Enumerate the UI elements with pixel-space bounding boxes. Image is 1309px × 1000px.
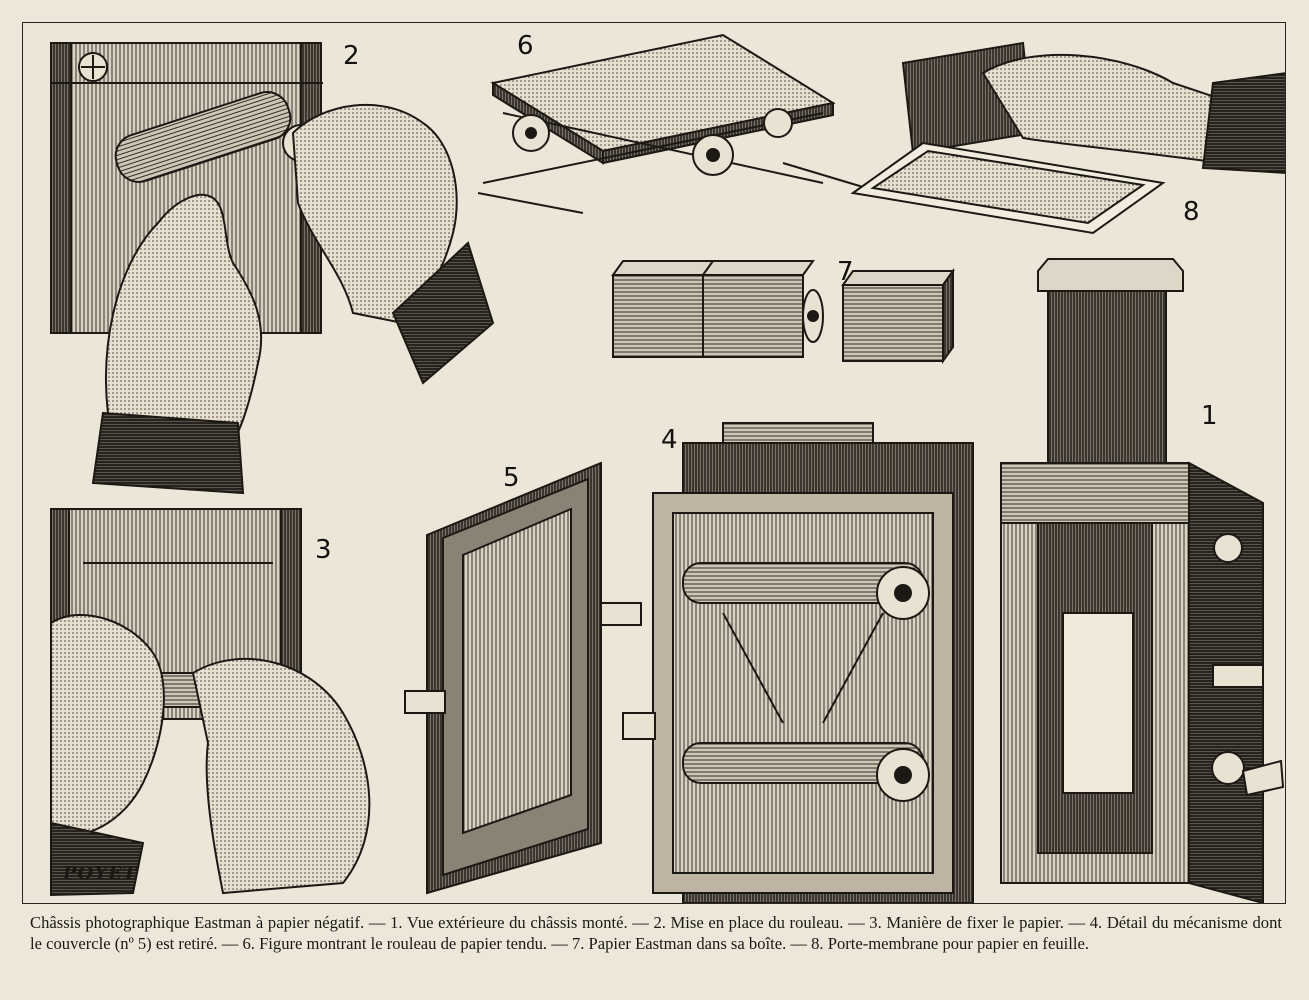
figure-2-drawing	[50, 42, 495, 495]
figure-number-3: 3	[315, 535, 332, 565]
engraving-illustration	[50, 33, 1285, 903]
figure-4-drawing	[622, 422, 974, 903]
engraving-plate: 1 2 3 4 5 6 7 8 POYET	[22, 22, 1286, 904]
engraver-signature: POYET	[63, 863, 138, 884]
figure-8-drawing	[850, 41, 1285, 235]
figure-5-drawing	[404, 461, 642, 895]
figure-number-2: 2	[343, 41, 360, 71]
figure-7-drawing	[611, 260, 955, 365]
figure-number-6: 6	[517, 31, 534, 61]
figure-1-drawing	[1000, 258, 1285, 903]
figure-number-5: 5	[503, 463, 520, 493]
figure-number-1: 1	[1201, 401, 1218, 431]
figure-number-4: 4	[661, 425, 678, 455]
figure-number-7: 7	[837, 257, 854, 287]
figure-caption: Châssis photographique Eastman à papier …	[30, 913, 1282, 953]
figure-6-drawing	[477, 33, 884, 214]
figure-3-drawing	[50, 508, 371, 897]
figure-number-8: 8	[1183, 197, 1200, 227]
